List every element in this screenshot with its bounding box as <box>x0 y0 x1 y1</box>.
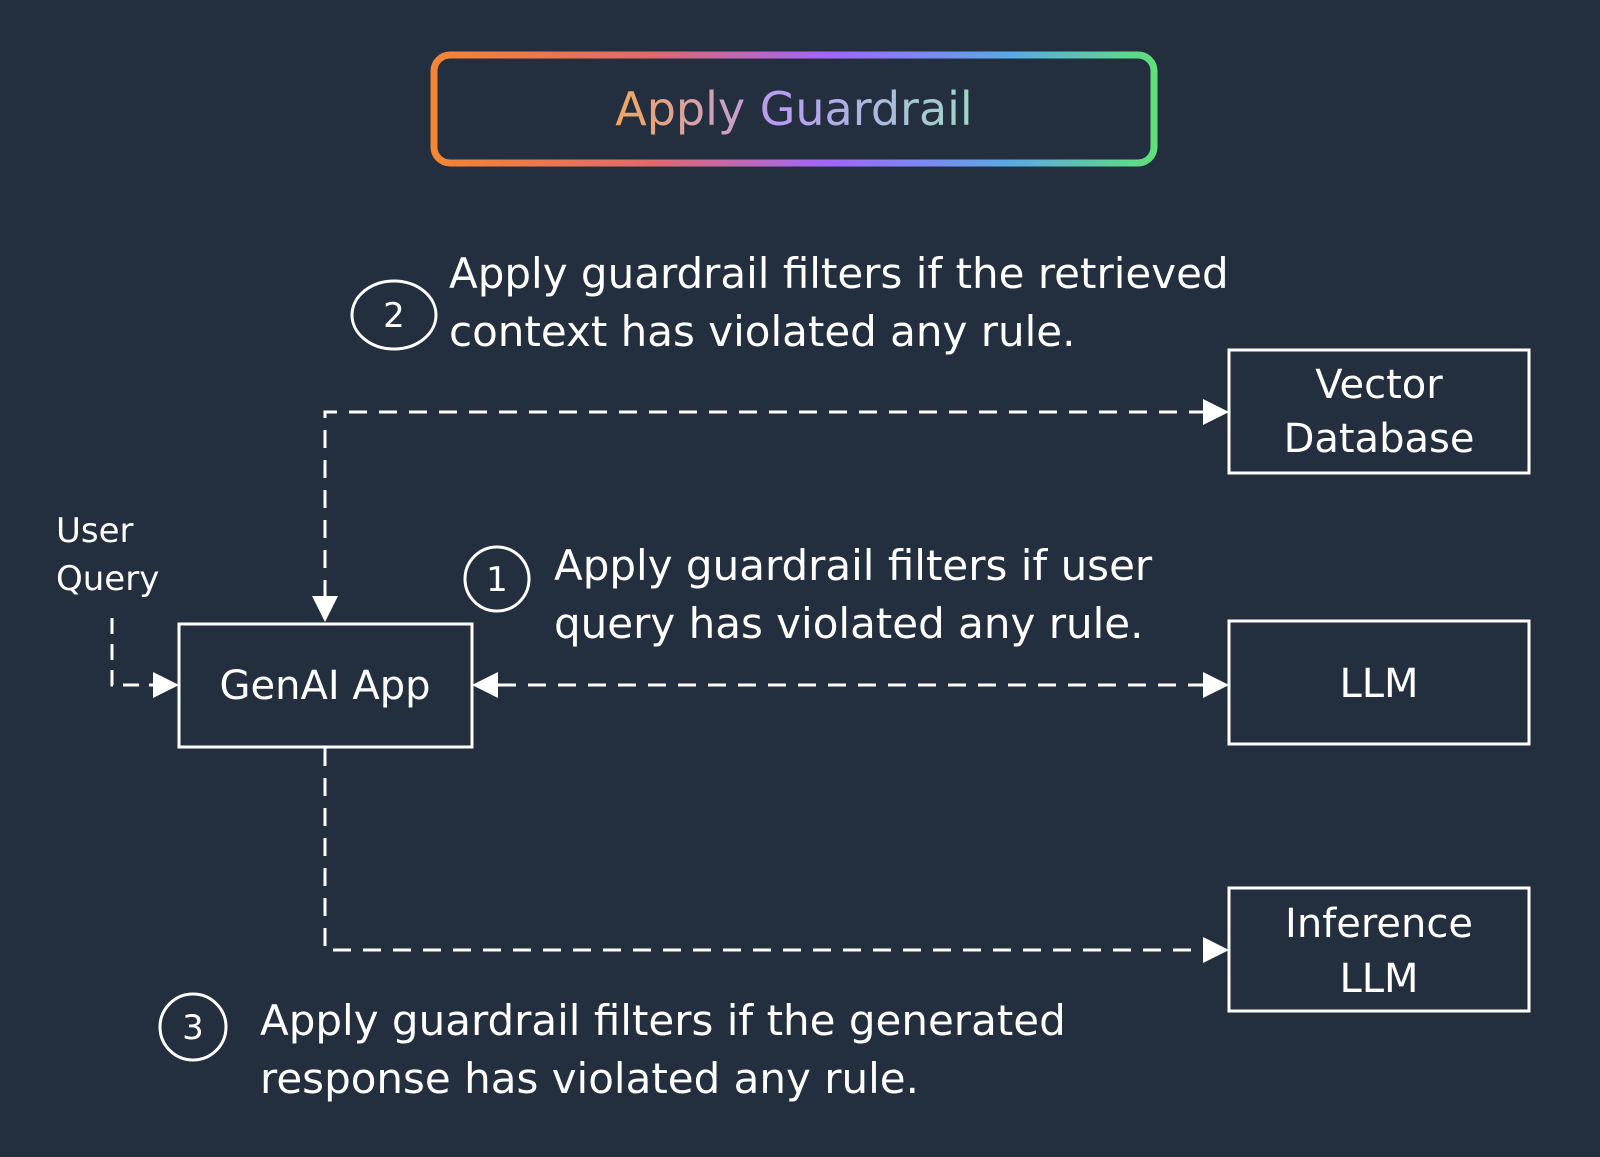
genai-app-label: GenAI App <box>220 663 431 709</box>
step-2-text-line1: Apply guardrail filters if the retrieved <box>449 249 1229 298</box>
vector-database-label-line2: Database <box>1284 416 1475 462</box>
arrow-to-inference-llm <box>1203 937 1229 963</box>
connector-vector-db-line <box>323 410 1203 598</box>
step-1-number: 1 <box>486 560 508 600</box>
user-query-label-line2: Query <box>56 559 159 599</box>
user-query-label-line1: User <box>56 511 134 551</box>
title-frame <box>430 51 1158 167</box>
genai-app-node: GenAI App <box>177 622 474 749</box>
connector-vector-db <box>312 399 1229 622</box>
arrow-to-genai-from-vector-db <box>312 596 338 622</box>
arrow-to-genai-from-user <box>153 672 179 698</box>
diagram-title: Apply Guardrail <box>615 82 972 136</box>
step-2-number: 2 <box>383 296 405 336</box>
user-query-input: User Query <box>56 511 179 698</box>
title-banner: Apply Guardrail <box>430 51 1158 167</box>
step-3-annotation: 3 Apply guardrail filters if the generat… <box>158 992 1066 1103</box>
vector-database-box <box>1227 348 1531 475</box>
user-query-line <box>110 618 153 687</box>
step-3-text-line2: response has violated any rule. <box>260 1054 919 1103</box>
connector-llm <box>472 672 1229 698</box>
step-2-annotation: 2 Apply guardrail filters if the retriev… <box>350 249 1229 356</box>
vector-database-label-line1: Vector <box>1315 362 1443 408</box>
step-3-circle <box>158 992 228 1062</box>
llm-box <box>1227 619 1531 746</box>
arrow-to-llm <box>1203 672 1229 698</box>
step-1-annotation: 1 Apply guardrail filters if user query … <box>463 541 1153 648</box>
genai-app-box <box>177 622 474 749</box>
step-1-text-line2: query has violated any rule. <box>554 599 1143 648</box>
arrow-to-genai-from-llm <box>472 672 498 698</box>
inference-llm-box <box>1227 886 1531 1013</box>
step-3-number: 3 <box>182 1008 204 1048</box>
step-1-text-line1: Apply guardrail filters if user <box>554 541 1153 590</box>
step-2-text-line2: context has violated any rule. <box>449 307 1076 356</box>
arrow-to-vector-db <box>1203 399 1229 425</box>
connector-inference-llm <box>323 748 1229 963</box>
connector-inference-line <box>323 748 1203 952</box>
vector-database-node: Vector Database <box>1227 348 1531 475</box>
step-2-circle <box>350 279 438 351</box>
inference-llm-node: Inference LLM <box>1227 886 1531 1013</box>
inference-llm-label-line1: Inference <box>1285 901 1473 947</box>
llm-label: LLM <box>1339 661 1418 707</box>
step-3-text-line1: Apply guardrail filters if the generated <box>260 996 1066 1045</box>
step-1-circle <box>463 545 531 613</box>
llm-node: LLM <box>1227 619 1531 746</box>
inference-llm-label-line2: LLM <box>1339 956 1418 1002</box>
